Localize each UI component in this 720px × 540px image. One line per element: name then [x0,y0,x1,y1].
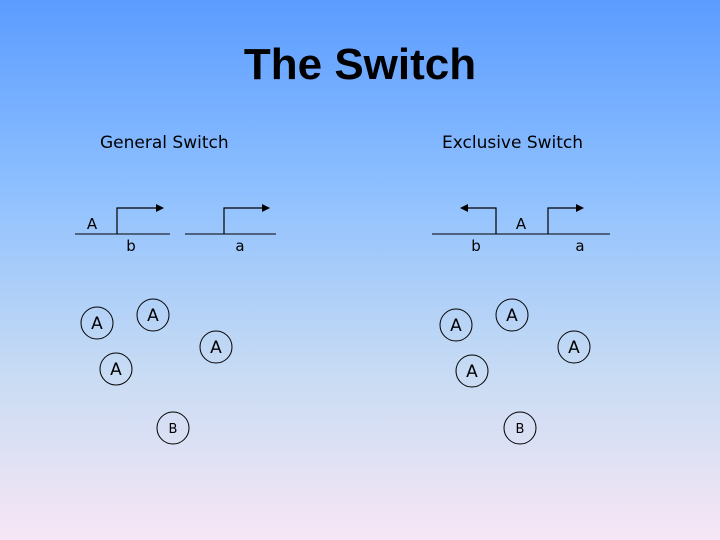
exclusive-top-a-label: A [516,215,527,233]
exclusive-node-top-label: A [506,306,518,326]
exclusive-a-label: a [575,237,584,255]
general-b-arrow [116,204,164,234]
exclusive-b-label: b [471,237,481,255]
general-node-top [136,298,170,332]
exclusive-node-bottom-label: A [466,362,478,382]
general-top-a-label: A [87,215,98,233]
exclusive-b-arrow [460,204,497,234]
exclusive-node-b [503,411,537,445]
exclusive-switch-heading: Exclusive Switch [442,133,584,153]
exclusive-node-top [495,298,529,332]
exclusive-a-arrow [547,204,584,234]
exclusive-node-right-label: A [568,338,580,358]
exclusive-node-left-label: A [450,316,462,336]
exclusive-node-left [439,308,473,342]
general-switch-diagram: A b a A A A A B [75,204,276,445]
exclusive-node-bottom [455,354,489,388]
general-node-right [199,330,233,364]
general-b-label: b [126,237,136,255]
general-node-left-label: A [91,314,103,334]
general-switch-heading: General Switch [100,133,229,153]
general-node-b-label: B [169,422,178,437]
exclusive-switch-diagram: A b a A A A A B [432,204,610,445]
exclusive-node-right [557,330,591,364]
general-a-arrow [223,204,270,234]
general-node-b [156,411,190,445]
general-node-top-label: A [147,306,159,326]
slide-title: The Switch [243,40,477,89]
general-node-right-label: A [210,338,222,358]
general-node-bottom [99,352,133,386]
general-node-bottom-label: A [110,360,122,380]
general-node-left [80,306,114,340]
exclusive-node-b-label: B [516,422,525,437]
general-a-label: a [235,237,244,255]
